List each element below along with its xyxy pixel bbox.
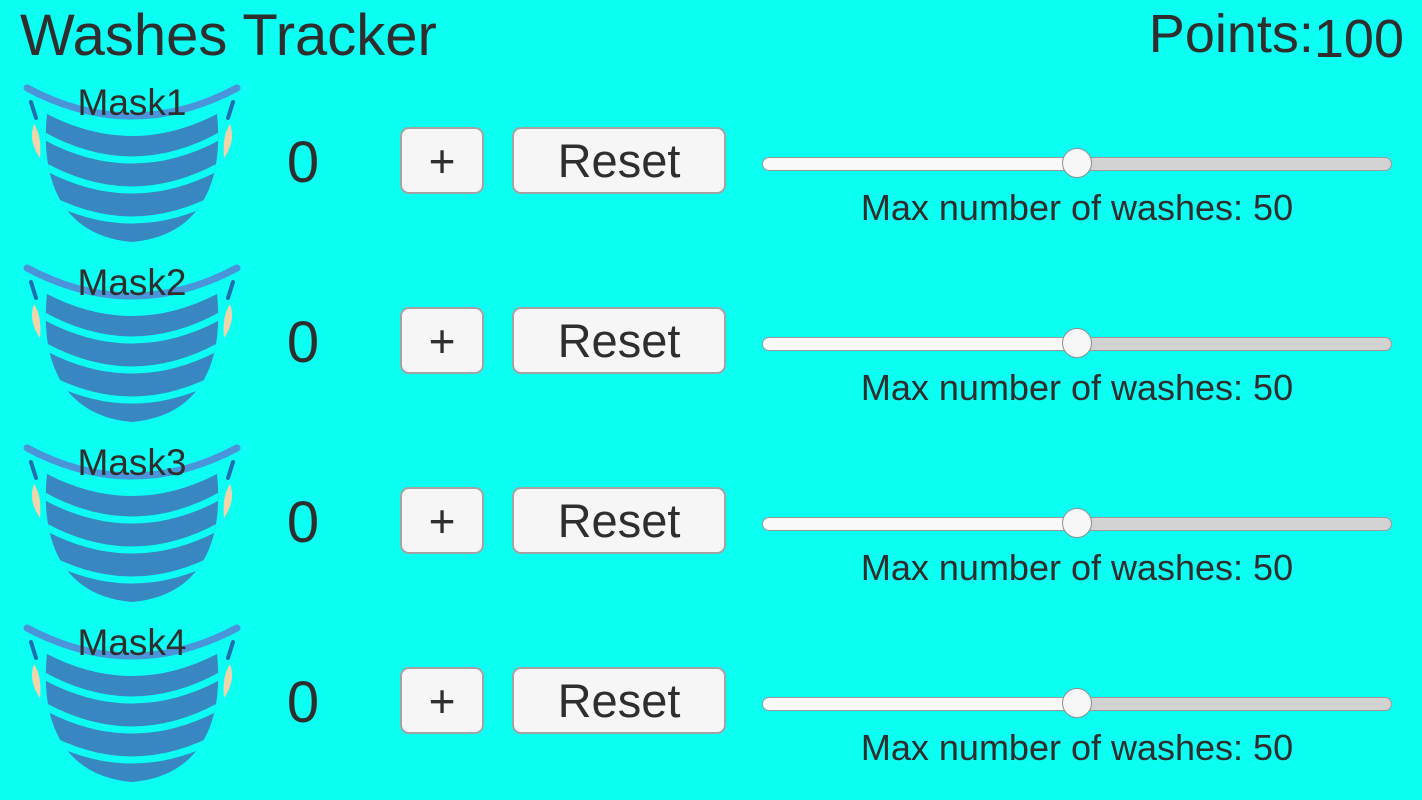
page-title: Washes Tracker	[20, 3, 437, 68]
reset-button[interactable]: Reset	[512, 487, 726, 554]
max-washes-slider[interactable]	[762, 148, 1392, 178]
wash-count: 0	[286, 310, 320, 375]
reset-button[interactable]: Reset	[512, 127, 726, 194]
increment-button[interactable]: +	[400, 667, 484, 734]
increment-button[interactable]: +	[400, 307, 484, 374]
slider-thumb[interactable]	[1062, 508, 1092, 538]
wash-count: 0	[286, 490, 320, 555]
points-label: Points:	[1148, 4, 1314, 64]
wash-count: 0	[286, 670, 320, 735]
mask-figure: Mask3	[17, 438, 247, 610]
max-washes-slider[interactable]	[762, 328, 1392, 358]
points-display: Points:100	[1148, 0, 1404, 69]
max-washes-label: Max number of washes: 50	[860, 727, 1294, 768]
points-value: 100	[1313, 9, 1404, 69]
reset-button[interactable]: Reset	[512, 667, 726, 734]
max-washes-label: Max number of washes: 50	[860, 547, 1294, 588]
mask-row: Mask1 0 + Reset Max number of washes: 50	[0, 78, 1422, 258]
mask-name-label: Mask4	[77, 622, 187, 663]
mask-row: Mask4 0 + Reset Max number of washes: 50	[0, 618, 1422, 798]
wash-count: 0	[286, 130, 320, 195]
mask-figure: Mask2	[17, 258, 247, 430]
increment-button[interactable]: +	[400, 127, 484, 194]
mask-row: Mask3 0 + Reset Max number of washes: 50	[0, 438, 1422, 618]
reset-button[interactable]: Reset	[512, 307, 726, 374]
mask-name-label: Mask2	[77, 262, 187, 303]
slider-thumb[interactable]	[1062, 328, 1092, 358]
mask-name-label: Mask1	[77, 82, 187, 123]
increment-button[interactable]: +	[400, 487, 484, 554]
max-washes-slider[interactable]	[762, 688, 1392, 718]
slider-thumb[interactable]	[1062, 688, 1092, 718]
max-washes-slider[interactable]	[762, 508, 1392, 538]
mask-figure: Mask4	[17, 618, 247, 790]
max-washes-label: Max number of washes: 50	[860, 367, 1294, 408]
mask-figure: Mask1	[17, 78, 247, 250]
mask-row: Mask2 0 + Reset Max number of washes: 50	[0, 258, 1422, 438]
mask-name-label: Mask3	[77, 442, 187, 483]
max-washes-label: Max number of washes: 50	[860, 187, 1294, 228]
slider-thumb[interactable]	[1062, 148, 1092, 178]
